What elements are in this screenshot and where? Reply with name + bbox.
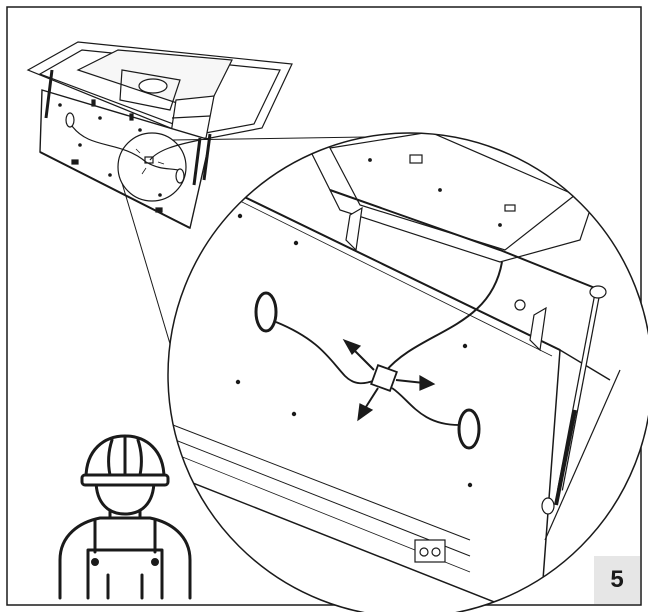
technician-with-helmet-icon — [58, 434, 192, 600]
hood-overview — [26, 41, 293, 230]
step-number: 5 — [610, 566, 624, 593]
step-number-badge: 5 — [594, 556, 640, 604]
detail-view — [167, 132, 648, 612]
